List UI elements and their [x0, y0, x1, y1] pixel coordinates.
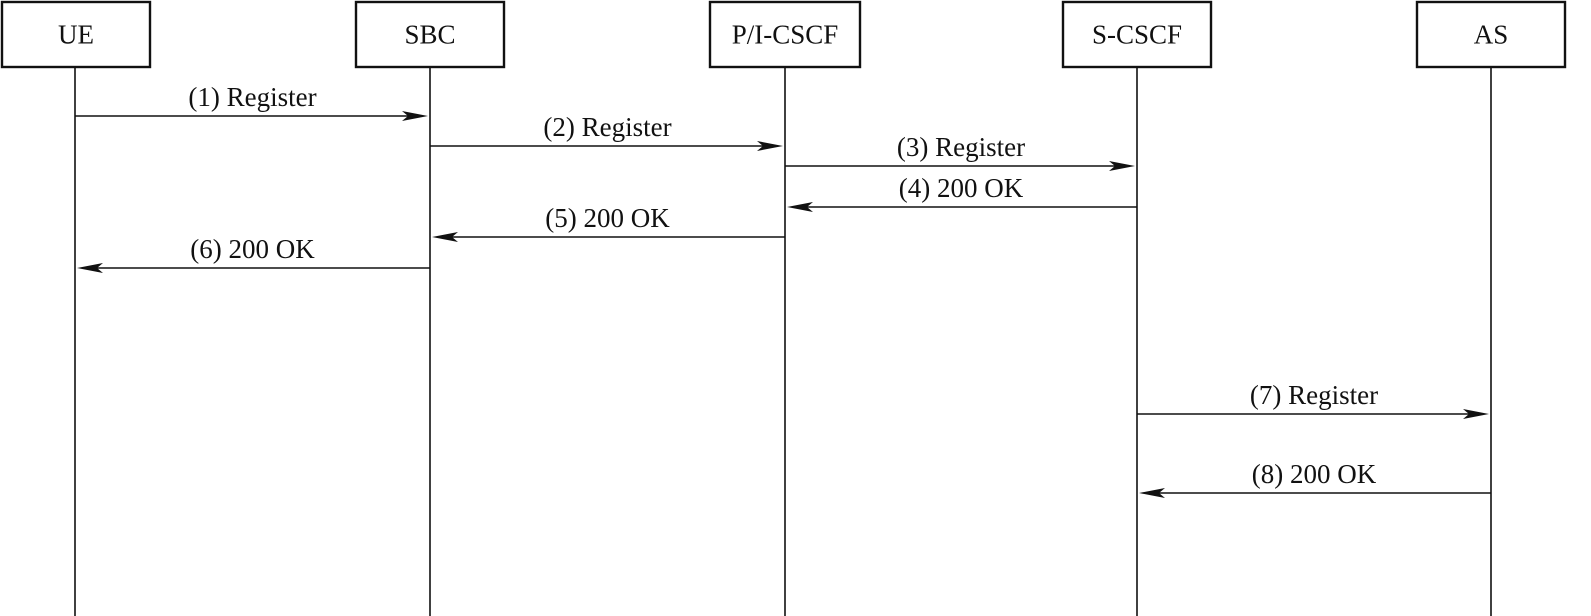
arrowhead-icon [77, 263, 103, 273]
messages: (1) Register (2) Register (3) Register (4) … [75, 82, 1491, 498]
message-label: (2) Register [543, 112, 671, 142]
lifelines [74, 67, 1492, 616]
message-5: (5) 200 OK [432, 203, 785, 242]
message-2: (2) Register [430, 112, 783, 151]
participant-label: P/I-CSCF [732, 20, 839, 50]
participant-box [1415, 0, 1567, 69]
arrowhead-icon [1463, 409, 1489, 419]
message-label: (5) 200 OK [545, 203, 670, 233]
message-4: (4) 200 OK [787, 173, 1137, 212]
message-1: (1) Register [75, 82, 428, 121]
arrowhead-icon [787, 202, 813, 212]
message-label: (7) Register [1250, 380, 1378, 410]
participants: UE SBC P/I-CSCF S-CSCF AS [0, 0, 1567, 69]
arrowhead-icon [432, 232, 458, 242]
message-label: (3) Register [897, 132, 1025, 162]
participant-label: UE [58, 20, 94, 50]
participant-sbc: SBC [354, 0, 506, 69]
arrowhead-icon [1109, 161, 1135, 171]
participant-box [1061, 0, 1213, 69]
arrowhead-icon [757, 141, 783, 151]
participant-box [354, 0, 506, 69]
participant-box [708, 0, 862, 69]
message-3: (3) Register [785, 132, 1135, 171]
participant-label: AS [1474, 20, 1509, 50]
participant-label: S-CSCF [1092, 20, 1182, 50]
participant-scscf: S-CSCF [1061, 0, 1213, 69]
message-6: (6) 200 OK [77, 234, 430, 273]
arrowhead-icon [402, 111, 428, 121]
message-8: (8) 200 OK [1139, 459, 1491, 498]
participant-ue: UE [0, 0, 152, 69]
participant-box [0, 0, 152, 69]
arrowhead-icon [1139, 488, 1165, 498]
message-label: (6) 200 OK [190, 234, 315, 264]
participant-label: SBC [404, 20, 455, 50]
message-label: (1) Register [188, 82, 316, 112]
message-label: (4) 200 OK [899, 173, 1024, 203]
participant-as: AS [1415, 0, 1567, 69]
message-7: (7) Register [1137, 380, 1489, 419]
participant-pcscf: P/I-CSCF [708, 0, 862, 69]
message-label: (8) 200 OK [1252, 459, 1377, 489]
